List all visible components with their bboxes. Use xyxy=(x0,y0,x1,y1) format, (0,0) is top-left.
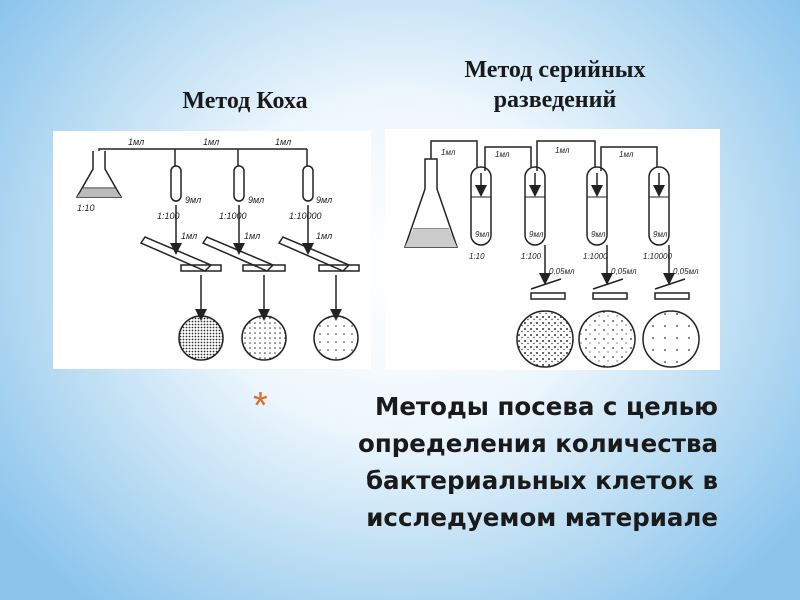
serial-diagram-svg: 1мл 1мл 1мл 1мл 9мл 9мл 9мл 9мл 1:10 1:1… xyxy=(403,140,700,368)
koch-diagram-svg: 1мл 1мл 1мл 1:10 9мл 9мл 9мл 1:100 1:100… xyxy=(75,137,360,361)
serial-heading-line1: Метод серийных xyxy=(464,57,646,83)
koch-method-heading: Метод Коха xyxy=(182,88,308,114)
koch-tube-2 xyxy=(233,149,245,202)
serial-tube-4 xyxy=(648,166,670,246)
bullet-text: Методы посева с целью определения количе… xyxy=(358,392,718,532)
serial-dilution-2: 1:100 xyxy=(521,252,542,261)
serial-dilution-1: 1:10 xyxy=(469,252,485,261)
serial-tube-3 xyxy=(586,166,608,246)
koch-dilution-4: 1:10000 xyxy=(289,211,322,221)
koch-transfer-label-2: 1мл xyxy=(203,137,219,147)
koch-slide-1 xyxy=(139,236,222,272)
serial-dilution-3: 1:1000 xyxy=(583,252,608,261)
koch-tube-volume-2: 9мл xyxy=(248,195,264,205)
koch-dilution-1: 1:10 xyxy=(77,203,95,213)
koch-dilution-2: 1:100 xyxy=(157,211,180,221)
koch-slide-2 xyxy=(201,236,286,272)
koch-plate-dense xyxy=(178,315,224,361)
koch-tube-volume-1: 9мл xyxy=(185,195,201,205)
serial-tube-volume-3: 9мл xyxy=(591,230,606,239)
serial-tube-2 xyxy=(524,166,546,246)
serial-plate-volume-1: 0,05мл xyxy=(549,267,575,276)
serial-slide-3 xyxy=(654,278,690,300)
serial-plate-volume-3: 0,05мл xyxy=(673,267,699,276)
koch-dilution-3: 1:1000 xyxy=(219,211,247,221)
serial-transfer-label-2: 1мл xyxy=(495,150,510,159)
serial-tube-volume-4: 9мл xyxy=(653,230,668,239)
koch-transfer-label-1: 1мл xyxy=(128,137,144,147)
bullet-marker: * xyxy=(253,385,268,427)
serial-dilution-heading: Метод серийных разведений xyxy=(405,55,705,115)
serial-dilution-4: 1:10000 xyxy=(643,252,672,261)
koch-transfer-label-3: 1мл xyxy=(275,137,291,147)
serial-transfer-label-3: 1мл xyxy=(555,146,570,155)
serial-transfer-label-4: 1мл xyxy=(619,150,634,159)
serial-slide-2 xyxy=(592,278,628,300)
serial-plate-dense xyxy=(516,310,574,368)
koch-plate-sparse xyxy=(313,315,359,361)
serial-tube-1 xyxy=(470,166,492,246)
koch-plate-label-2: 1мл xyxy=(244,231,260,241)
koch-tube-3 xyxy=(302,149,314,202)
serial-plate-medium xyxy=(578,310,636,368)
koch-method-diagram: 1мл 1мл 1мл 1:10 9мл 9мл 9мл 1:100 1:100… xyxy=(53,131,371,369)
koch-slide-3 xyxy=(277,236,360,272)
koch-tube-volume-3: 9мл xyxy=(316,195,332,205)
serial-slide-1 xyxy=(530,278,566,300)
serial-plate-sparse xyxy=(642,310,700,368)
serial-tube-volume-2: 9мл xyxy=(529,230,544,239)
koch-tube-1 xyxy=(170,149,182,202)
serial-transfer-label-1: 1мл xyxy=(441,148,456,157)
koch-plate-label-1: 1мл xyxy=(181,231,197,241)
koch-plate-label-3: 1мл xyxy=(316,231,332,241)
serial-dilution-diagram: 1мл 1мл 1мл 1мл 9мл 9мл 9мл 9мл 1:10 1:1… xyxy=(385,129,720,370)
serial-tube-volume-1: 9мл xyxy=(475,230,490,239)
serial-heading-line2: разведений xyxy=(493,87,617,113)
serial-plate-volume-2: 0,05мл xyxy=(611,267,637,276)
koch-plate-medium xyxy=(241,315,287,361)
